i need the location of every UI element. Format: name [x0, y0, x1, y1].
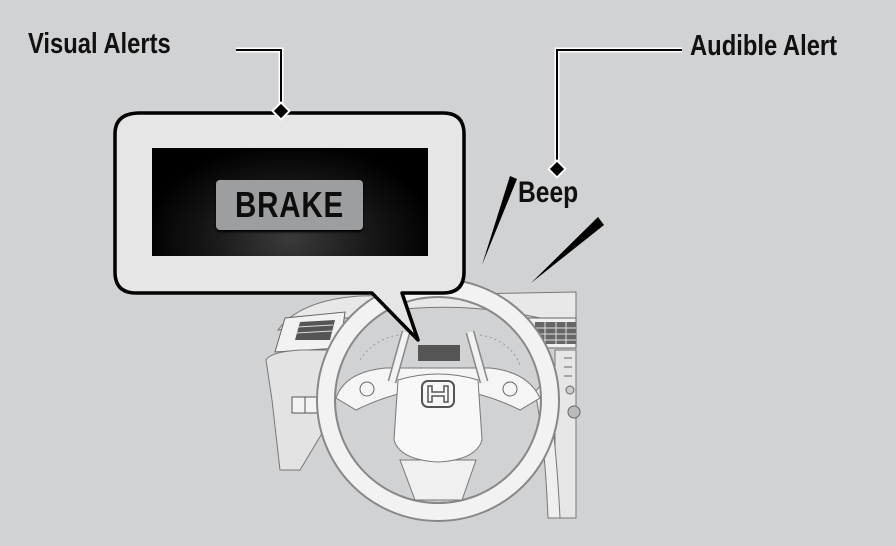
left-air-vent	[274, 311, 346, 353]
visual-alerts-label: Visual Alerts	[28, 28, 171, 60]
audible-alert-label: Audible Alert	[690, 30, 838, 62]
beep-label: Beep	[518, 176, 579, 209]
cluster-display	[418, 345, 460, 361]
brake-warning-text: BRAKE	[234, 184, 345, 225]
dashboard-illustration	[262, 278, 581, 522]
audible-alert-leader	[547, 47, 682, 179]
visual-alerts-leader	[236, 47, 291, 121]
honda-emblem-icon	[421, 380, 455, 408]
brake-warning-indicator: BRAKE	[216, 180, 363, 230]
sound-wave-icon	[482, 176, 604, 283]
